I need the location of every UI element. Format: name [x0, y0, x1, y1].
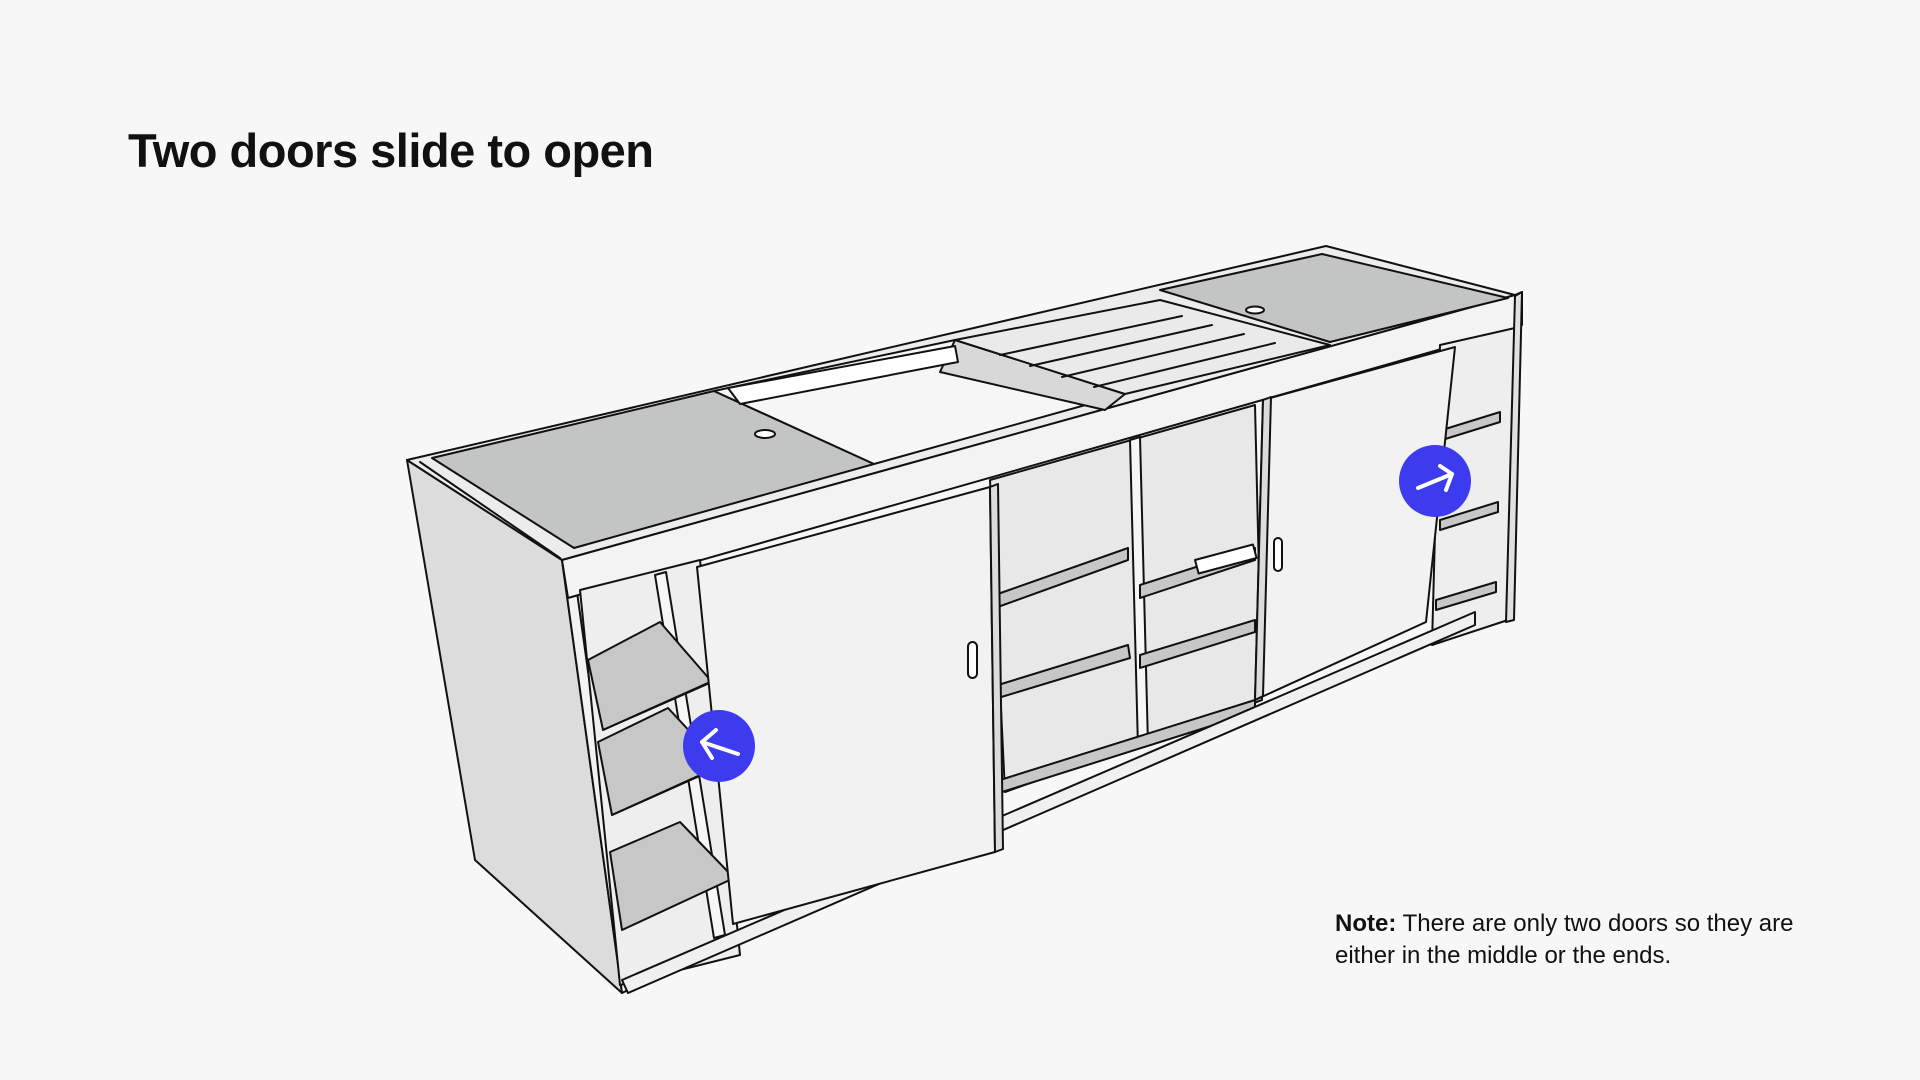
note-text: Note: There are only two doors so they a…	[1335, 908, 1795, 972]
left-shelf-edge-1	[602, 681, 711, 731]
left-slide-indicator	[683, 710, 755, 782]
arrow-left-icon	[700, 728, 740, 760]
middle-cross-rail	[1194, 543, 1258, 575]
note-body: There are only two doors so they are eit…	[1335, 910, 1794, 969]
page-title: Two doors slide to open	[128, 124, 654, 177]
arrow-right-icon	[1416, 464, 1454, 492]
middle-shelf-4	[1139, 619, 1256, 669]
slat-4	[1093, 342, 1276, 388]
sink-rim-rail	[727, 345, 959, 405]
left-worktop-slab-edge	[419, 461, 561, 559]
slat-3	[1061, 333, 1245, 378]
right-door-handle	[1273, 537, 1283, 572]
right-shelf-3	[1435, 581, 1497, 611]
right-worktop-slab	[1159, 253, 1509, 343]
right-slide-indicator	[1399, 445, 1471, 517]
cabinet-plinth	[621, 611, 1476, 994]
left-door-handle	[967, 641, 978, 679]
left-sliding-door-edge	[989, 483, 1004, 853]
slat-1	[999, 315, 1183, 356]
right-sliding-door-edge	[1254, 396, 1272, 701]
right-end-panel	[1505, 291, 1523, 623]
slat-2	[1029, 324, 1213, 367]
tap-hole-right	[1245, 305, 1265, 315]
note-label: Note:	[1335, 910, 1397, 937]
left-sliding-door	[696, 486, 996, 925]
tap-hole-left	[754, 429, 776, 439]
right-shelf-2	[1439, 501, 1499, 531]
